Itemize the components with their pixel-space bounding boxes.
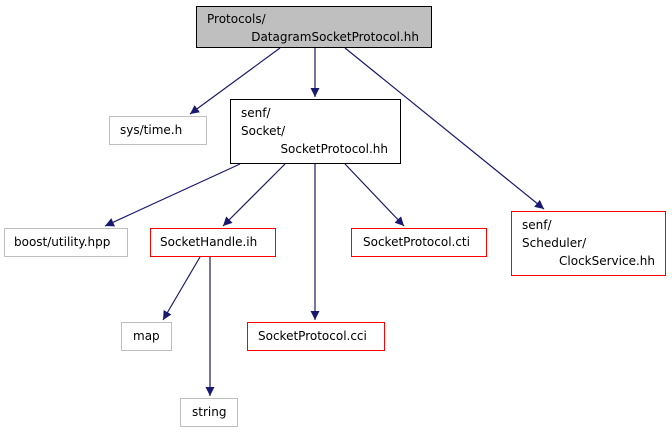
node-label-line: senf/	[241, 106, 271, 120]
edge-root-to-clock-service	[344, 47, 545, 210]
node-root-datagram-socket-protocol[interactable]: Protocols/ DatagramSocketProtocol.hh	[196, 6, 432, 48]
node-socket-handle-ih[interactable]: SocketHandle.ih	[150, 228, 276, 257]
node-label-line: DatagramSocketProtocol.hh	[251, 30, 419, 44]
node-label-line: Socket/	[241, 124, 286, 138]
node-label-line: senf/	[522, 218, 552, 232]
node-socket-protocol-hh[interactable]: senf/ Socket/ SocketProtocol.hh	[230, 99, 401, 164]
node-label-line: ClockService.hh	[559, 254, 655, 268]
node-map[interactable]: map	[121, 322, 172, 351]
node-label-line: SocketProtocol.cti	[363, 235, 470, 249]
node-label-line: boost/utility.hpp	[14, 235, 111, 249]
node-string[interactable]: string	[180, 398, 238, 427]
node-label-line: Protocols/	[207, 12, 266, 26]
edge-socket-protocol-hh-to-socket-protocol-cti	[344, 163, 405, 227]
node-label-line: sys/time.h	[120, 123, 183, 137]
node-socket-protocol-cti[interactable]: SocketProtocol.cti	[351, 228, 487, 257]
node-boost-utility[interactable]: boost/utility.hpp	[4, 228, 128, 257]
node-clock-service[interactable]: senf/ Scheduler/ ClockService.hh	[511, 211, 666, 276]
edge-socket-protocol-hh-to-socket-handle-ih	[222, 163, 286, 227]
node-label-line: SocketProtocol.hh	[280, 142, 388, 156]
node-sys-time[interactable]: sys/time.h	[109, 116, 207, 145]
edge-root-to-sys-time	[189, 47, 281, 115]
node-label-line: string	[192, 405, 227, 419]
edge-socket-protocol-hh-to-boost-utility	[104, 163, 241, 227]
node-label-line: SocketProtocol.cci	[258, 329, 367, 343]
node-label-line: Scheduler/	[522, 236, 587, 250]
edge-socket-handle-ih-to-map	[162, 256, 201, 321]
node-label-line: SocketHandle.ih	[160, 235, 258, 249]
node-socket-protocol-cci[interactable]: SocketProtocol.cci	[247, 322, 385, 351]
node-label-line: map	[133, 329, 160, 343]
